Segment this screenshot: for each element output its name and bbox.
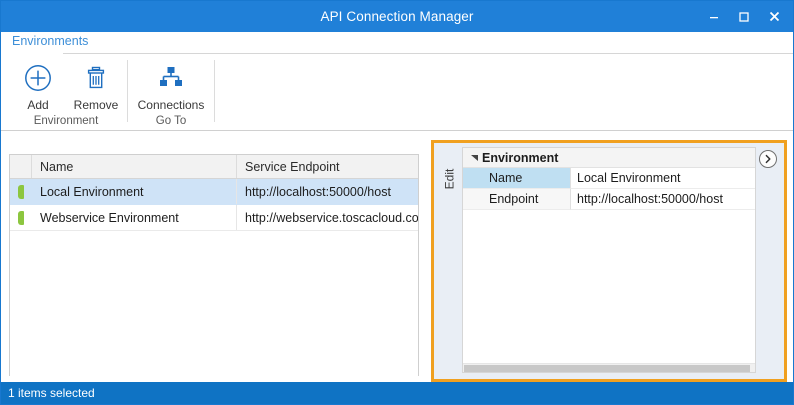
- property-category-label: Environment: [482, 150, 559, 165]
- connections-button[interactable]: Connections: [128, 56, 214, 112]
- property-key-endpoint: Endpoint: [463, 189, 571, 210]
- maximize-button[interactable]: [729, 2, 759, 31]
- network-nodes-icon: [155, 61, 187, 95]
- remove-button[interactable]: Remove: [67, 56, 125, 112]
- trash-icon: [81, 61, 111, 95]
- property-value-endpoint[interactable]: http://localhost:50000/host: [571, 189, 755, 210]
- ribbon-group-separator-2: [214, 60, 215, 122]
- scrollbar-thumb[interactable]: [464, 365, 750, 372]
- property-grid-horizontal-scrollbar[interactable]: [463, 363, 755, 372]
- green-leaf-icon: [18, 210, 24, 225]
- add-button-label: Add: [27, 98, 49, 112]
- ribbon-group-environment: Add Remove Env: [5, 54, 127, 130]
- property-grid-empty-space: [463, 210, 755, 362]
- edit-panel-tab-label: Edit: [442, 168, 456, 190]
- content-area: Name Service Endpoint Local Environment …: [1, 132, 793, 382]
- window-title: API Connection Manager: [320, 9, 474, 24]
- cell-name: Webservice Environment: [32, 205, 237, 230]
- ribbon-group-label-environment: Environment: [33, 115, 99, 127]
- plus-circle-icon: [23, 61, 53, 95]
- tab-environments[interactable]: Environments: [12, 34, 89, 48]
- ribbon-group-label-goto: Go To: [155, 115, 187, 127]
- ribbon: Environments Add: [1, 32, 793, 132]
- column-header-name[interactable]: Name: [32, 155, 237, 178]
- collapse-triangle-icon[interactable]: [468, 152, 480, 164]
- minimize-button[interactable]: [699, 2, 729, 31]
- edit-panel-tab[interactable]: Edit: [438, 149, 460, 209]
- ribbon-group-goto: Connections Go To: [128, 54, 214, 130]
- environments-grid[interactable]: Name Service Endpoint Local Environment …: [9, 154, 419, 376]
- remove-button-label: Remove: [73, 98, 119, 112]
- close-icon: [769, 11, 779, 22]
- table-row[interactable]: Webservice Environment http://webservice…: [10, 205, 418, 231]
- ribbon-group-separator: [127, 60, 128, 122]
- grid-header-row: Name Service Endpoint: [10, 155, 418, 179]
- connections-button-label: Connections: [137, 98, 205, 112]
- add-button[interactable]: Add: [9, 56, 67, 112]
- status-text: 1 items selected: [8, 386, 95, 400]
- cell-endpoint: http://webservice.toscacloud.com: [245, 210, 418, 225]
- tab-strip-divider: [63, 53, 793, 54]
- property-category-environment[interactable]: Environment: [463, 148, 755, 168]
- panel-expand-button[interactable]: [759, 150, 777, 168]
- property-key-name: Name: [463, 168, 571, 189]
- cell-endpoint: http://localhost:50000/host: [245, 184, 391, 199]
- ribbon-tab-strip: Environments: [1, 32, 793, 54]
- property-grid[interactable]: Environment Name Local Environment Endpo…: [462, 147, 756, 373]
- status-bar: 1 items selected: [1, 382, 793, 404]
- minimize-icon: [710, 16, 718, 18]
- row-indicator: [10, 205, 32, 230]
- property-row-name[interactable]: Name Local Environment: [463, 168, 755, 189]
- property-row-endpoint[interactable]: Endpoint http://localhost:50000/host: [463, 189, 755, 210]
- maximize-icon: [739, 11, 749, 22]
- column-header-service-endpoint[interactable]: Service Endpoint: [245, 159, 340, 174]
- close-button[interactable]: [759, 2, 789, 31]
- grid-empty-space: [10, 231, 418, 375]
- ribbon-body: Add Remove Env: [1, 54, 793, 131]
- cell-name: Local Environment: [32, 179, 237, 204]
- title-bar[interactable]: API Connection Manager: [1, 1, 793, 32]
- chevron-right-circle-icon: [765, 154, 771, 164]
- green-leaf-icon: [18, 184, 24, 199]
- table-row[interactable]: Local Environment http://localhost:50000…: [10, 179, 418, 205]
- row-indicator: [10, 179, 32, 204]
- edit-panel: Edit Environment Name Local Environment: [431, 140, 787, 382]
- window-controls: [699, 1, 789, 32]
- property-value-name[interactable]: Local Environment: [571, 168, 755, 189]
- grid-header-indicator-cell: [10, 155, 32, 178]
